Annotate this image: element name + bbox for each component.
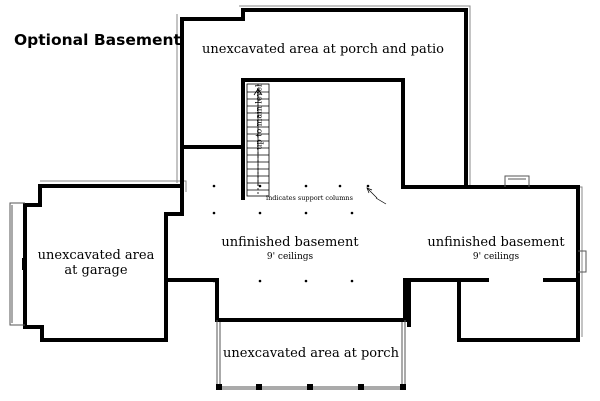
porch-post — [216, 384, 222, 390]
note-leader — [366, 187, 387, 205]
porch-post — [307, 384, 313, 390]
support-columns — [212, 184, 370, 283]
wall-inner-porch — [241, 78, 405, 200]
support-column — [350, 279, 354, 283]
porch-post — [358, 384, 364, 390]
label-garage-line1: unexcavated area — [37, 248, 155, 263]
support-column — [304, 211, 308, 215]
staircase — [246, 83, 270, 197]
garage-window-frame — [9, 202, 25, 326]
support-column — [258, 184, 262, 188]
label-ceiling-center: 9' ceilings — [266, 252, 314, 262]
stair-arrow-head — [253, 88, 263, 96]
label-ceiling-right: 9' ceilings — [472, 252, 520, 262]
label-basement-right: unfinished basement — [427, 235, 565, 250]
note-leader-line-2 — [366, 187, 378, 199]
support-column — [366, 184, 370, 188]
label-stairs: up to main level — [254, 84, 264, 150]
chimney-box — [504, 175, 530, 187]
wall-center-left-top — [164, 145, 184, 282]
label-support-columns-note: indicates support columns — [266, 194, 353, 202]
support-column — [212, 279, 216, 283]
porch-post — [256, 384, 262, 390]
porch-post — [400, 384, 406, 390]
note-leader-arrow — [366, 187, 373, 194]
note-leader-line — [375, 197, 387, 205]
support-column — [350, 211, 354, 215]
porch-posts — [22, 258, 406, 390]
wall-top-block — [180, 8, 468, 189]
shadow-top — [239, 5, 471, 187]
support-column — [304, 279, 308, 283]
right-bay-window — [578, 250, 587, 273]
label-basement-center: unfinished basement — [221, 235, 359, 250]
support-column — [304, 184, 308, 188]
label-porch-patio: unexcavated area at porch and patio — [202, 42, 444, 57]
label-porch-front: unexcavated area at porch — [223, 346, 399, 361]
label-garage-line2: at garage — [64, 263, 128, 278]
support-column — [258, 211, 262, 215]
shadow-garage — [40, 180, 187, 192]
support-column — [212, 184, 216, 188]
plan-title: Optional Basement — [14, 31, 181, 49]
wall-center-bottom — [164, 278, 411, 322]
support-column — [338, 184, 342, 188]
wall-right-wing-top — [401, 185, 580, 342]
garage-window-post — [22, 258, 27, 270]
support-column — [258, 279, 262, 283]
support-column — [212, 211, 216, 215]
walls — [23, 8, 580, 342]
